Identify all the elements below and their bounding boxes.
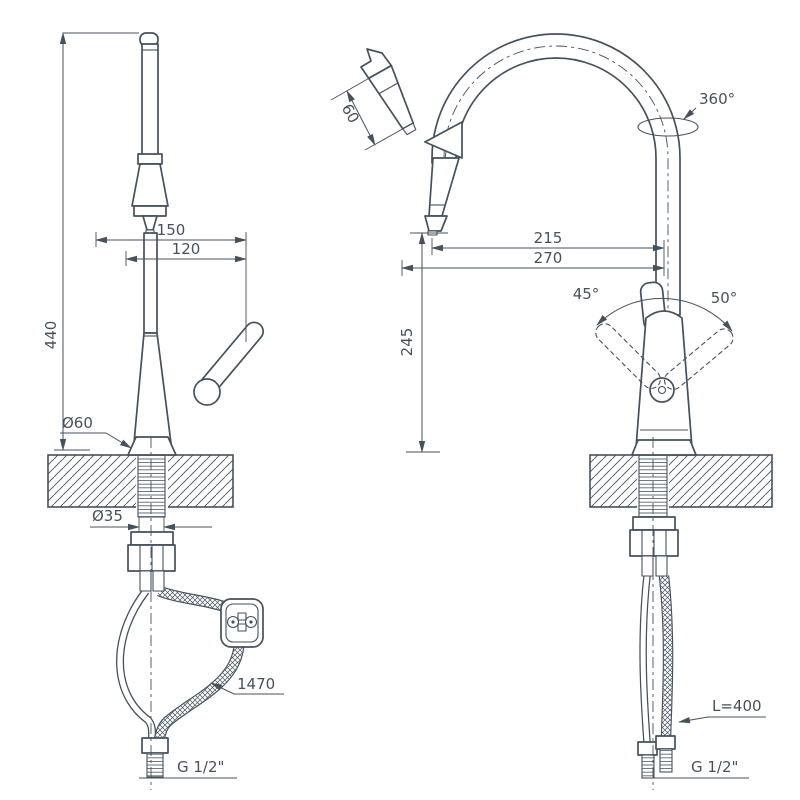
side-view: 440 150 120 Ø60 Ø35 1470 bbox=[42, 32, 284, 790]
riser-tube bbox=[143, 232, 158, 334]
dim-height-245: 245 bbox=[398, 328, 416, 357]
dim-reach-120: 120 bbox=[172, 240, 201, 258]
handle-pivot-front bbox=[649, 377, 675, 403]
spout-tube bbox=[141, 43, 159, 157]
hose-end-fittings-front bbox=[637, 735, 676, 779]
hose-end-fitting bbox=[141, 737, 169, 778]
spray-hose-braided bbox=[152, 585, 245, 761]
dim-reach-215: 215 bbox=[534, 229, 563, 247]
spout-centerline bbox=[443, 45, 669, 312]
gooseneck-spout bbox=[431, 33, 681, 316]
label-hose-400: L=400 bbox=[678, 697, 766, 724]
dim-sprayhead-60: 60 bbox=[338, 101, 363, 127]
label-swivel-360: 360° bbox=[683, 90, 735, 120]
thread-right-text: G 1/2" bbox=[691, 758, 738, 776]
hose-length-400-text: L=400 bbox=[712, 697, 762, 715]
threaded-shank bbox=[137, 452, 166, 518]
dim-angle-45: 45° bbox=[573, 285, 600, 303]
faucet-base-front bbox=[631, 439, 697, 456]
mounting-hardware bbox=[127, 531, 176, 592]
mounting-hardware-front bbox=[629, 516, 679, 577]
supply-hoses-front bbox=[639, 575, 674, 743]
handle-pivot bbox=[193, 378, 221, 406]
base-diameter-text: Ø60 bbox=[62, 414, 93, 432]
label-thread-left: G 1/2" bbox=[139, 758, 237, 779]
dim-reach-150: 150 bbox=[157, 221, 186, 239]
spray-head-detached bbox=[360, 48, 417, 136]
swivel-360-text: 360° bbox=[699, 90, 735, 108]
dimension-reach-150-120: 150 120 bbox=[95, 221, 247, 342]
countertop bbox=[47, 452, 234, 519]
thread-left-text: G 1/2" bbox=[177, 758, 224, 776]
countertop-front bbox=[589, 452, 773, 519]
spray-head-docked bbox=[424, 121, 463, 236]
spray-head bbox=[131, 163, 169, 207]
faucet-base bbox=[127, 436, 177, 456]
dimension-height-440: 440 bbox=[42, 32, 139, 451]
front-view: 60 360° 215 270 245 bbox=[330, 33, 773, 790]
label-base-diameter: Ø60 bbox=[60, 414, 132, 449]
hole-diameter-text: Ø35 bbox=[92, 507, 123, 525]
hose-weight bbox=[220, 598, 264, 648]
faucet-body bbox=[133, 332, 172, 444]
supply-hose bbox=[116, 588, 157, 741]
dim-reach-270: 270 bbox=[534, 249, 563, 267]
handle-angle-range: 45° 50° bbox=[573, 285, 738, 390]
dimension-height-245: 245 bbox=[398, 232, 448, 453]
dimension-reach-215-270: 215 270 bbox=[401, 229, 665, 276]
dim-angle-50: 50° bbox=[711, 289, 738, 307]
hose-length-1470-text: 1470 bbox=[237, 675, 275, 693]
dimension-hole-diameter: Ø35 bbox=[90, 507, 212, 532]
label-hose-1470: 1470 bbox=[210, 675, 284, 695]
swivel-ellipse bbox=[637, 117, 699, 137]
dim-height-440: 440 bbox=[42, 321, 60, 350]
label-thread-right: G 1/2" bbox=[653, 758, 749, 779]
